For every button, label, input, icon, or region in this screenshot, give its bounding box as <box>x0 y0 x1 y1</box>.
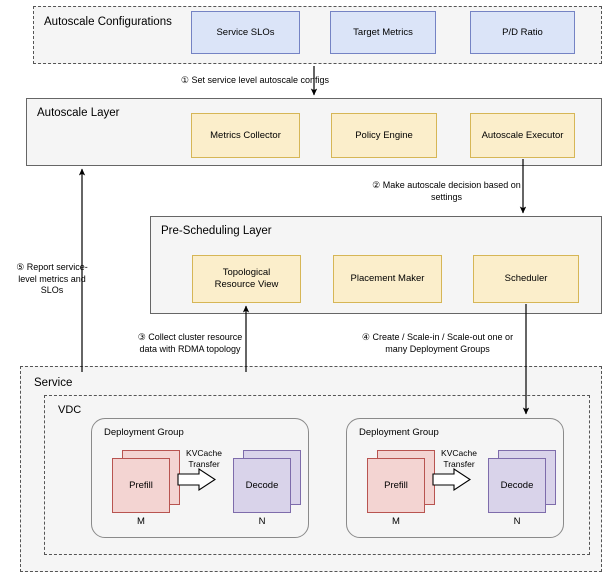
flow-label-4: ④ Create / Scale-in / Scale-out one or m… <box>361 332 514 354</box>
presched-box-scheduler[interactable]: Scheduler <box>473 255 579 303</box>
deployment-group-2-prefill[interactable]: Prefill <box>367 458 425 513</box>
pre-scheduling-layer-title: Pre-Scheduling Layer <box>161 225 272 237</box>
deployment-group-2-kvcache-transfer-label: KVCache Transfer <box>441 448 477 469</box>
deployment-group-2-decode-count: N <box>513 516 521 527</box>
autoscale-configurations-title: Autoscale Configurations <box>44 16 172 28</box>
deployment-group-1-prefill-count: M <box>137 516 145 527</box>
flow-label-3: ③ Collect cluster resource data with RDM… <box>137 332 243 354</box>
deployment-group-1-kvcache-transfer-label: KVCache Transfer <box>186 448 222 469</box>
flow-label-2: ② Make autoscale decision based on setti… <box>372 180 521 202</box>
vdc-title: VDC <box>58 404 82 416</box>
autoscale-box-policy-engine[interactable]: Policy Engine <box>331 113 437 158</box>
autoscale-box-autoscale-executor[interactable]: Autoscale Executor <box>470 113 575 158</box>
autoscale-box-metrics-collector[interactable]: Metrics Collector <box>191 113 300 158</box>
deployment-group-1-decode-count: N <box>258 516 266 527</box>
deployment-group-1-title: Deployment Group <box>104 427 184 438</box>
deployment-group-2-decode[interactable]: Decode <box>488 458 546 513</box>
flow-label-5: ⑤ Report service- level metrics and SLOs <box>16 262 88 296</box>
deployment-group-1-decode[interactable]: Decode <box>233 458 291 513</box>
presched-box-placement-maker[interactable]: Placement Maker <box>333 255 442 303</box>
service-title: Service <box>34 377 73 389</box>
config-box-service-slos[interactable]: Service SLOs <box>191 11 300 54</box>
autoscale-layer-title: Autoscale Layer <box>37 107 120 119</box>
config-box-pd-ratio[interactable]: P/D Ratio <box>470 11 575 54</box>
deployment-group-2-title: Deployment Group <box>359 427 439 438</box>
deployment-group-1-prefill[interactable]: Prefill <box>112 458 170 513</box>
presched-box-topological-resource-view[interactable]: Topological Resource View <box>192 255 301 303</box>
flow-label-1: ① Set service level autoscale configs <box>180 75 330 85</box>
config-box-target-metrics[interactable]: Target Metrics <box>330 11 436 54</box>
deployment-group-2-prefill-count: M <box>392 516 400 527</box>
